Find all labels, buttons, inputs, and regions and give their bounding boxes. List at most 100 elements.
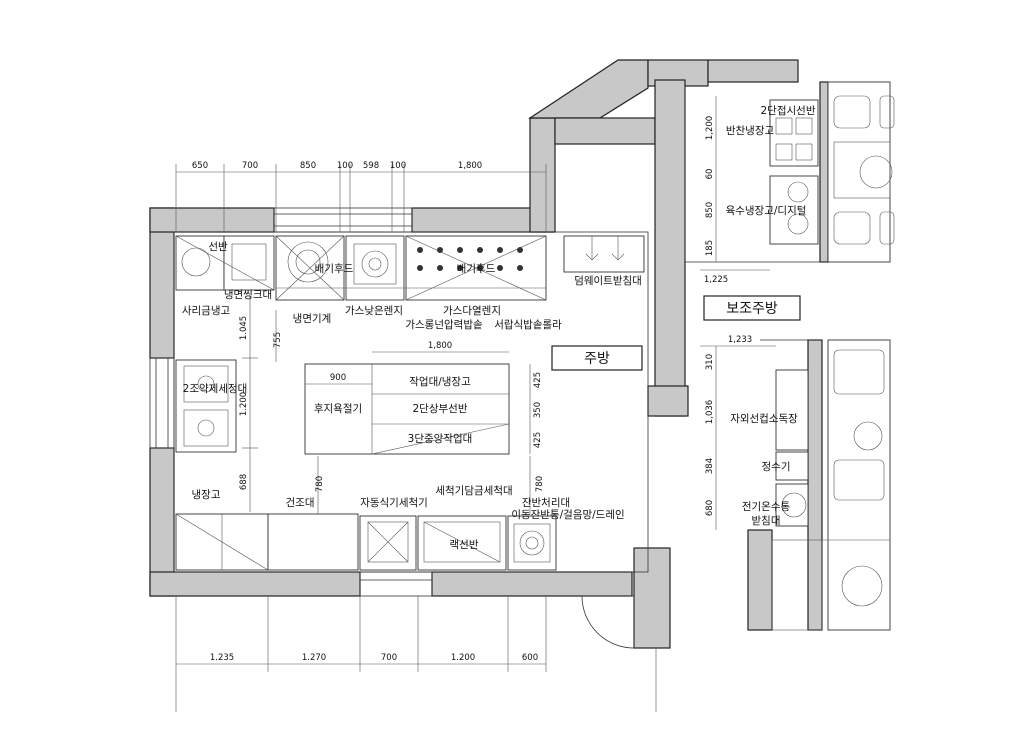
label-uv-sterilizer: 자외선컵소독장 [730,412,798,425]
label-dumbwaiter-stand: 덤웨이트받침대 [574,275,642,287]
label-exhaust-hood-1: 배기후드 [315,263,354,275]
label-naengmyeon-sink: 냉면씽크대 [224,289,272,301]
wall-upper-diagonal [527,59,649,119]
dim-island-right-1: 425 [533,372,543,388]
two-sink-washer-unit [175,359,237,453]
dim-left-1: 1.045 [239,316,249,340]
dim-top-6: 100 [390,161,406,171]
wall-column-a [554,117,656,145]
label-exhaust-hood-2: 배기후드 [457,263,496,275]
dim-right-lower-horizontal: 1,233 [728,335,752,345]
uv-sterilizer-unit [775,369,809,451]
water-purifier-unit [775,451,809,481]
wall-sub-top [707,59,799,83]
label-three-tier-bench: 3단중앙작업대 [408,432,473,445]
dim-right-upper-v3: 850 [705,202,715,218]
top-equipment-row [175,235,645,301]
wall-sub-lower-right [807,339,823,631]
wall-bottom-left [149,571,361,597]
island-outline [304,363,510,455]
label-drawer-rice-warmer: 서랍식밥솥롤라 [494,318,562,331]
label-heater-stand: 받침대 [752,515,781,527]
dim-top-3: 850 [300,161,316,171]
wall-pillar [529,117,556,233]
label-workbench-fridge: 작업대/냉장고 [409,375,471,388]
label-side-dish-fridge: 반찬냉장고 [726,125,775,137]
dim-island-right-2: 350 [533,402,543,418]
wall-left-upper [149,207,175,359]
left-equipment [175,359,237,453]
label-sarigeum-fridge: 사리금냉고 [182,305,231,317]
label-two-tier-shelf: 2단상부선반 [413,403,468,415]
label-dessert-cutter: 후지욕절기 [314,402,362,415]
label-dryer-stand: 건조대 [286,497,315,509]
equipment-labels: 선반 냉면씽크대 사리금냉고 배기후드 배기후드 냉면기계 가스낮은렌지 가스다… [182,105,816,551]
wall-bottom-mid [431,571,633,597]
dim-left-2: 1.200 [239,392,249,416]
dim-bottom-3: 700 [381,653,397,663]
label-fridge: 냉장고 [192,489,221,501]
dimension-lines [175,96,776,712]
label-water-purifier: 정수기 [762,461,791,473]
label-seonban-top: 선반 [208,241,228,253]
dim-island-right-3: 425 [533,432,543,448]
dim-right-upper-horizontal: 1,225 [704,275,728,285]
dimension-text: 650 700 850 100 598 100 1,800 1.235 1.27… [192,116,752,663]
beverage-fridge-unit [769,175,819,245]
dim-right-upper-v2: 60 [705,169,715,180]
main-kitchen-label-box [551,345,643,371]
dim-top-4: 100 [337,161,353,171]
dim-top-7: 1,800 [458,161,482,171]
dim-right-lower-v2: 1,036 [705,400,715,424]
dim-right-upper-v4: 185 [705,240,715,256]
dim-right-upper-v1: 1,200 [705,116,715,140]
door-swing [581,595,635,649]
leftover-stand-unit [507,515,557,571]
bottom-equipment-row [175,513,557,571]
dryer-stand-unit [267,513,359,571]
label-mobile-bin: 이동잔반통/걸음망/드레인 [511,508,624,521]
wall-sub-right-upper [819,81,829,263]
dim-island-left: 900 [330,373,346,383]
dim-bottom-2: 1.270 [302,653,326,663]
dumbwaiter-stand-unit [563,235,645,273]
dim-island-top: 1,800 [428,341,452,351]
label-leftover-stand: 잔반처리대 [522,497,570,509]
label-wash-sink-stand: 세척기담금세척대 [435,485,512,497]
label-gas-rice-cooker: 가스롱넌압력밥솥 [405,318,483,331]
wall-column-b [654,79,686,417]
side-dish-fridge-unit [769,99,819,167]
right-upper-area [684,81,895,263]
electric-water-heater-unit [775,483,809,527]
wall-sub-lower-left [747,529,773,631]
main-kitchen-label: 주방 [584,351,610,367]
right-lower-area [760,339,891,631]
dim-top-2: 700 [242,161,258,171]
dim-top-1: 650 [192,161,208,171]
wall-right-lower [633,547,671,649]
label-two-sink-washer: 2조약제세정대 [183,383,248,395]
wall-right-stub [647,385,689,417]
dim-misc-3: 780 [535,476,545,492]
sub-kitchen-label: 보조주방 [726,301,778,317]
main-kitchen-outline [173,231,649,573]
burner-dots [417,247,523,271]
sarigeum-fridge-unit [175,235,225,291]
dim-bottom-5: 600 [522,653,538,663]
gas-low-range-unit [345,235,405,301]
dim-right-lower-v3: 384 [705,458,715,474]
naengmyeon-sink-unit [223,235,275,291]
label-naengmyeon-machine: 냉면기계 [293,313,332,325]
dim-right-lower-v1: 310 [705,354,715,370]
dim-top-5: 598 [363,161,379,171]
dim-bottom-1: 1.235 [210,653,234,663]
dim-left-3: 688 [239,474,249,490]
label-electric-water-heater: 전기온수통 [742,501,791,513]
dim-bottom-4: 1.200 [451,653,475,663]
sub-kitchen-label-box [703,295,801,321]
wall-top-left [149,207,275,233]
label-gas-low-range: 가스낮은렌지 [345,305,403,317]
walls [149,59,829,649]
label-gas-multi-range: 가스다열렌지 [443,305,501,317]
